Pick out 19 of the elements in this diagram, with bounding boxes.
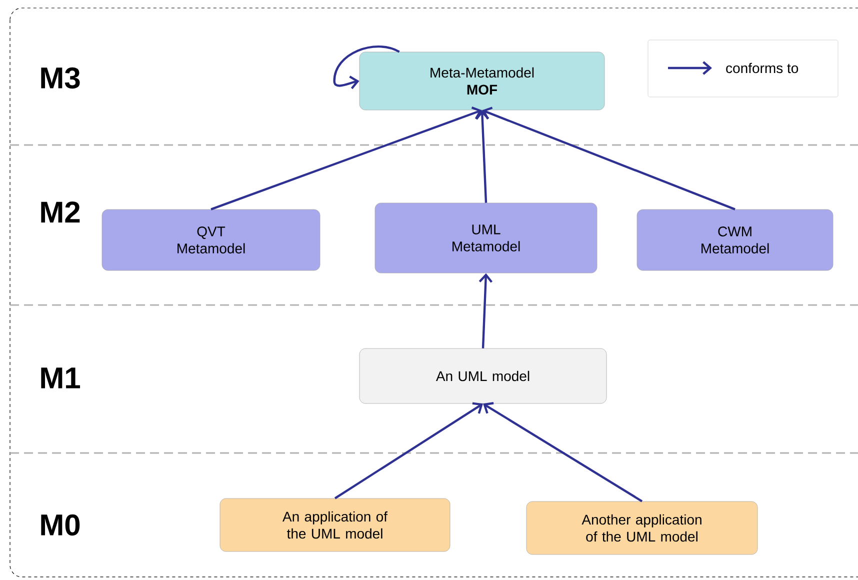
arrow (483, 402, 643, 502)
arrow (334, 402, 483, 500)
model-box: CWM Metamodel (636, 209, 834, 271)
level-label: M0 (41, 514, 80, 536)
arrow (476, 110, 490, 203)
level-label: M3 (41, 67, 80, 89)
model-box: Another application of the UML model (526, 501, 758, 555)
model-box: UML Metamodel (374, 202, 598, 274)
level-label: M1 (41, 368, 80, 388)
arrow (333, 45, 400, 90)
model-box: Meta-Metamodel MOF (359, 52, 605, 110)
arrow (478, 273, 493, 348)
arrow (482, 106, 736, 210)
arrow (210, 106, 482, 210)
model-box: An UML model (359, 348, 607, 404)
model-box: An application of the UML model (220, 498, 450, 552)
model-box: QVT Metamodel (102, 209, 320, 271)
level-label: M2 (41, 202, 80, 222)
legend: conforms to (648, 40, 838, 98)
